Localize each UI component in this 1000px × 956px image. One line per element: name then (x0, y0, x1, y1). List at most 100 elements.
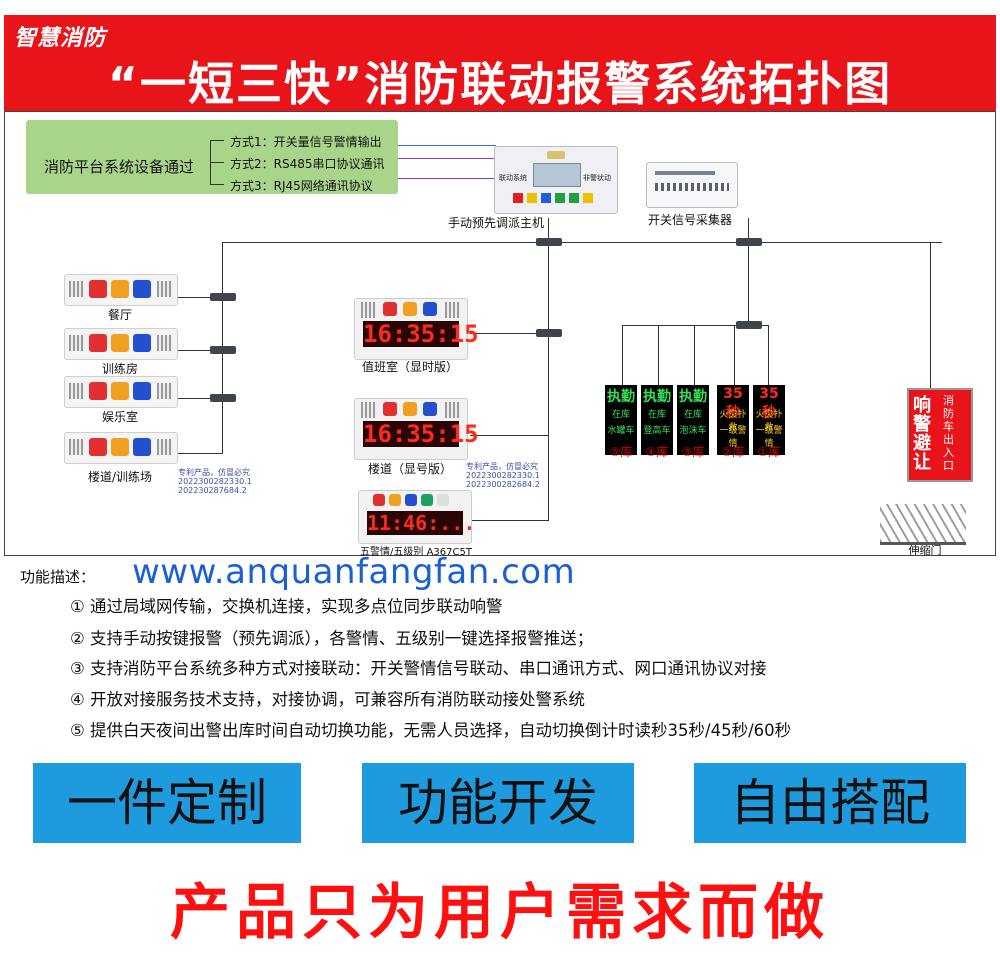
room-wire (178, 350, 223, 351)
garage-state: 在库 (683, 410, 702, 420)
blue-lamp-icon (133, 438, 151, 456)
feature-item: ③ 支持消防平台系统多种方式对接联动：开关警情信号联动、串口通讯方式、网口通讯协… (70, 659, 767, 678)
clock-wire (470, 520, 549, 521)
white-lamp-icon (437, 494, 449, 506)
exit-sign: 响警避让 消防车出入口 (907, 388, 973, 482)
orange-lamp-icon (403, 402, 417, 416)
garage-display: 35秒 火灾扑救 一级警情 (717, 385, 749, 455)
terminal-block (655, 183, 729, 191)
garage-label: ①库 (757, 445, 781, 459)
red-lamp-icon (373, 494, 385, 506)
bracket-wire (210, 162, 224, 163)
lcd-screen (533, 163, 581, 187)
exit-sign-main: 响警避让 (913, 395, 931, 473)
signal-wire (396, 158, 496, 159)
platform-box (26, 120, 398, 194)
garage-wire (768, 325, 769, 385)
orange-lamp-icon (111, 382, 129, 400)
orange-lamp-icon (111, 334, 129, 352)
feature-item: ⑤ 提供白天夜间出警出库时间自动切换功能，无需人员选择，自动切换倒计时读秒35秒… (70, 721, 792, 740)
room-wire (178, 398, 223, 399)
slogan: 产品只为用户需求而做 (170, 878, 830, 948)
collector-wire (748, 218, 749, 326)
garage-status: 执勤 (643, 389, 671, 405)
garage-display: 执勤 在库 登高车 (641, 385, 673, 455)
screen-left-label: 联动系统 (499, 174, 527, 182)
bracket-wire (210, 140, 224, 141)
network-switch (536, 329, 562, 337)
red-lamp-icon (89, 280, 107, 298)
clock-wire (470, 333, 549, 334)
network-switch (736, 321, 762, 329)
clock-label: 楼道（显号版） (367, 462, 452, 476)
screen-right-label: 非警状动 (583, 174, 611, 182)
brand-text: 智慧消防 (14, 25, 107, 51)
note-line: 2022300282330.1 (466, 471, 540, 480)
garage-vehicle: 泡沫车 (679, 426, 707, 436)
note-line: 202230287684.2 (178, 486, 247, 495)
garage-vehicle: 水罐车 (607, 426, 635, 436)
custom-order-button[interactable]: 一件定制 (33, 763, 301, 843)
signal-wire (396, 178, 496, 179)
warning-panel (64, 376, 178, 408)
clock-wire (470, 435, 549, 436)
garage-vehicle: 登高车 (643, 426, 671, 436)
red-lamp-icon (89, 382, 107, 400)
platform-label: 消防平台系统设备通过 (44, 158, 195, 176)
signal-wire (396, 145, 496, 146)
garage-label: ④库 (645, 445, 669, 459)
room-label: 娱乐室 (101, 410, 138, 424)
method-item: 方式2：RS485串口协议通讯 (230, 157, 385, 171)
red-lamp-icon (89, 438, 107, 456)
clock-panel: 16:35:15 (354, 298, 479, 360)
network-switch (210, 394, 236, 402)
blue-lamp-icon (133, 280, 151, 298)
garage-bus-wire (622, 325, 768, 326)
page-title: “一短三快”消防联动报警系统拓扑图 (107, 57, 893, 111)
note-line: 专利产品，仿冒必究 (178, 468, 250, 477)
key-button[interactable] (569, 193, 579, 203)
room-wire (178, 297, 223, 298)
note-line: 2022300282684.2 (466, 480, 540, 489)
patent-note: 专利产品，仿冒必究 2022300282330.1 202230287684.2 (178, 468, 252, 495)
red-lamp-icon (383, 402, 397, 416)
exit-sign-sub: 消防车出入口 (943, 394, 954, 472)
dispatch-host-label: 手动预先调派主机 (447, 216, 544, 230)
garage-level: 一级警情 (755, 426, 783, 449)
garage-label: ②库 (721, 445, 745, 459)
key-button[interactable] (583, 193, 593, 203)
garage-label: ⑤库 (609, 445, 633, 459)
key-button[interactable] (555, 193, 565, 203)
header-banner (4, 15, 996, 111)
garage-label: ③库 (681, 445, 705, 459)
function-title: 功能描述： (20, 568, 96, 586)
feature-item: ① 通过局域网传输，交换机连接，实现多点位同步联动响警 (70, 597, 503, 616)
blue-lamp-icon (405, 494, 417, 506)
free-match-button[interactable]: 自由搭配 (694, 763, 966, 843)
clock-panel: 16:35:15 (354, 398, 479, 460)
clock-panel: 11:46:... (358, 490, 475, 544)
blue-lamp-icon (423, 402, 437, 416)
blue-lamp-icon (133, 382, 151, 400)
blue-lamp-icon (423, 302, 437, 316)
retractable-gate-icon (880, 504, 966, 545)
orange-lamp-icon (111, 280, 129, 298)
clock-display: 16:35:15 (363, 420, 479, 448)
feature-item: ④ 开放对接服务技术支持，对接协调，可兼容所有消防联动接处警系统 (70, 690, 586, 709)
garage-state: 火灾扑救 (719, 410, 747, 433)
key-button[interactable] (527, 193, 537, 203)
method-item: 方式3：RJ45网络通讯协议 (230, 179, 373, 193)
warning-panel (64, 432, 178, 464)
garage-state: 在库 (611, 410, 630, 420)
orange-lamp-icon (389, 494, 401, 506)
emblem-icon (547, 151, 565, 159)
key-button[interactable] (513, 193, 523, 203)
center-trunk-wire (548, 218, 549, 520)
clock-display: 16:35:15 (363, 320, 479, 348)
room-label: 餐厅 (107, 308, 132, 322)
feature-dev-button[interactable]: 功能开发 (362, 763, 634, 843)
garage-countdown: 35秒 (723, 386, 743, 421)
garage-wire (734, 325, 735, 385)
key-button[interactable] (541, 193, 551, 203)
warning-panel (64, 328, 178, 360)
